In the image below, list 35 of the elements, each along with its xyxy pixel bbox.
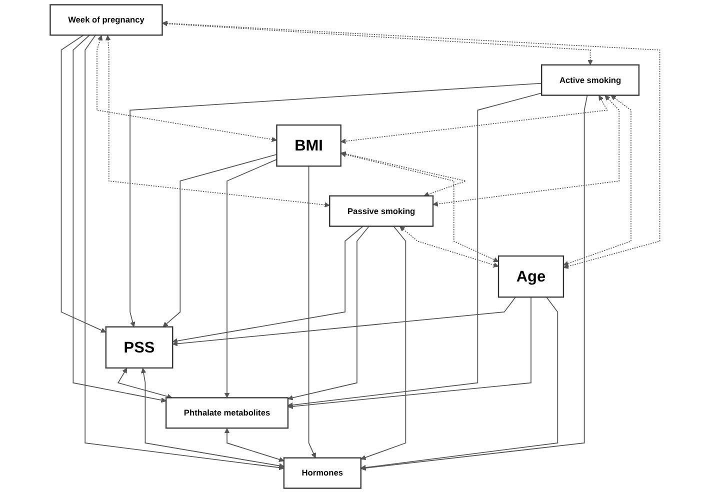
node-box: Hormones bbox=[283, 457, 362, 489]
arrow bbox=[140, 368, 284, 468]
arrow bbox=[84, 34, 284, 470]
arrow bbox=[162, 154, 278, 328]
node-box: Active smoking bbox=[541, 64, 640, 96]
arrow bbox=[172, 296, 516, 346]
arrow bbox=[162, 20, 660, 269]
arrow bbox=[224, 159, 278, 398]
arrow bbox=[105, 35, 330, 208]
arrow bbox=[172, 226, 364, 344]
arrow bbox=[308, 166, 316, 458]
arrow bbox=[60, 34, 106, 333]
arrow bbox=[563, 95, 632, 266]
arrow bbox=[432, 95, 620, 207]
arrow bbox=[288, 296, 532, 410]
arrow bbox=[340, 95, 608, 144]
node-box: Passive smoking bbox=[329, 195, 434, 227]
node-box: Phthalate metabolites bbox=[165, 397, 289, 429]
arrow bbox=[72, 34, 166, 403]
node-box: BMI bbox=[276, 124, 342, 167]
arrow bbox=[288, 92, 542, 408]
node-box: Age bbox=[498, 255, 564, 298]
arrow bbox=[400, 226, 499, 268]
arrow bbox=[360, 296, 558, 470]
arrow bbox=[360, 226, 406, 460]
arrow bbox=[224, 428, 284, 462]
arrow bbox=[117, 368, 172, 399]
node-box: Week of pregnancy bbox=[50, 4, 163, 36]
arrow bbox=[96, 35, 277, 142]
arrow bbox=[340, 151, 468, 197]
arrow bbox=[288, 226, 370, 400]
arrow bbox=[130, 82, 542, 328]
node-box: PSS bbox=[105, 326, 174, 369]
arrow bbox=[360, 94, 588, 471]
arrow bbox=[340, 152, 499, 262]
